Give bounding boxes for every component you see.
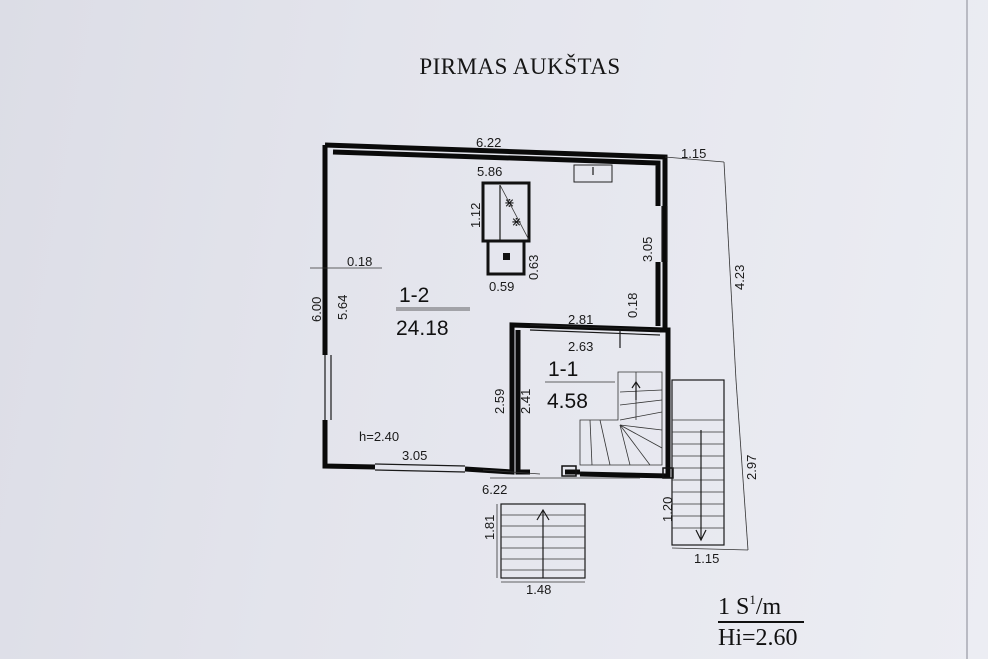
scale-legend: 1 S1/m Hi=2.60	[718, 592, 804, 651]
dim-wall-left: 0.18	[347, 254, 372, 269]
dim-partition-outer: 2.81	[568, 312, 593, 327]
dim-chimney-height: 1.12	[468, 203, 483, 228]
dim-wall-right: 0.18	[625, 293, 640, 318]
dim-right-total: 4.23	[732, 265, 747, 290]
dim-side-stair-total: 2.97	[744, 455, 759, 480]
inner-wall-line	[332, 149, 661, 326]
room-1-1-area: 4.58	[547, 390, 588, 413]
svg-text:⋇: ⋇	[504, 195, 515, 210]
svg-text:⋇: ⋇	[511, 214, 522, 229]
dim-front-stair-depth: 1.81	[482, 515, 497, 540]
stove	[486, 239, 526, 276]
dim-bottom-outer: 6.22	[482, 482, 507, 497]
room-1-2-id: 1-2	[399, 284, 429, 307]
outer-wall	[322, 142, 668, 475]
dim-side-stair-landing: 1.20	[660, 497, 675, 522]
front-stair	[500, 503, 586, 579]
dim-chimney-inner: 0.63	[526, 255, 541, 280]
room-1-1-id: 1-1	[548, 358, 578, 381]
window-bottom	[374, 463, 466, 467]
dim-partition-height-outer: 2.59	[492, 389, 507, 414]
dim-top-inner: 5.86	[477, 164, 502, 179]
side-stair	[671, 379, 725, 546]
dim-left-inner: 5.64	[335, 295, 350, 320]
floor-title: PIRMAS AUKŠTAS	[419, 54, 621, 79]
dim-top-outer: 6.22	[476, 135, 501, 150]
scale-rule	[718, 621, 804, 623]
dim-left-outer: 6.00	[309, 297, 324, 322]
dim-partition-height-inner: 2.41	[518, 389, 533, 414]
room-1-2-area: 24.18	[396, 317, 449, 340]
dim-right-offset: 1.15	[681, 146, 706, 161]
dim-bottom-segment: 3.05	[402, 448, 427, 463]
scale-line-1: 1 S1/m	[718, 592, 782, 620]
dim-partition-inner: 2.63	[568, 339, 593, 354]
dim-front-stair-width: 1.48	[526, 582, 551, 597]
dim-right-segment: 3.05	[640, 237, 655, 262]
scale-line-2: Hi=2.60	[718, 624, 798, 651]
fixture	[573, 164, 613, 183]
dim-ceiling-height: h=2.40	[359, 429, 399, 444]
page-edge	[966, 0, 968, 659]
chimney	[481, 181, 531, 243]
dim-chimney-width: 0.59	[489, 279, 514, 294]
inner-stair	[579, 371, 663, 466]
partition-wall	[515, 327, 671, 479]
dim-side-stair-width: 1.15	[694, 551, 719, 566]
